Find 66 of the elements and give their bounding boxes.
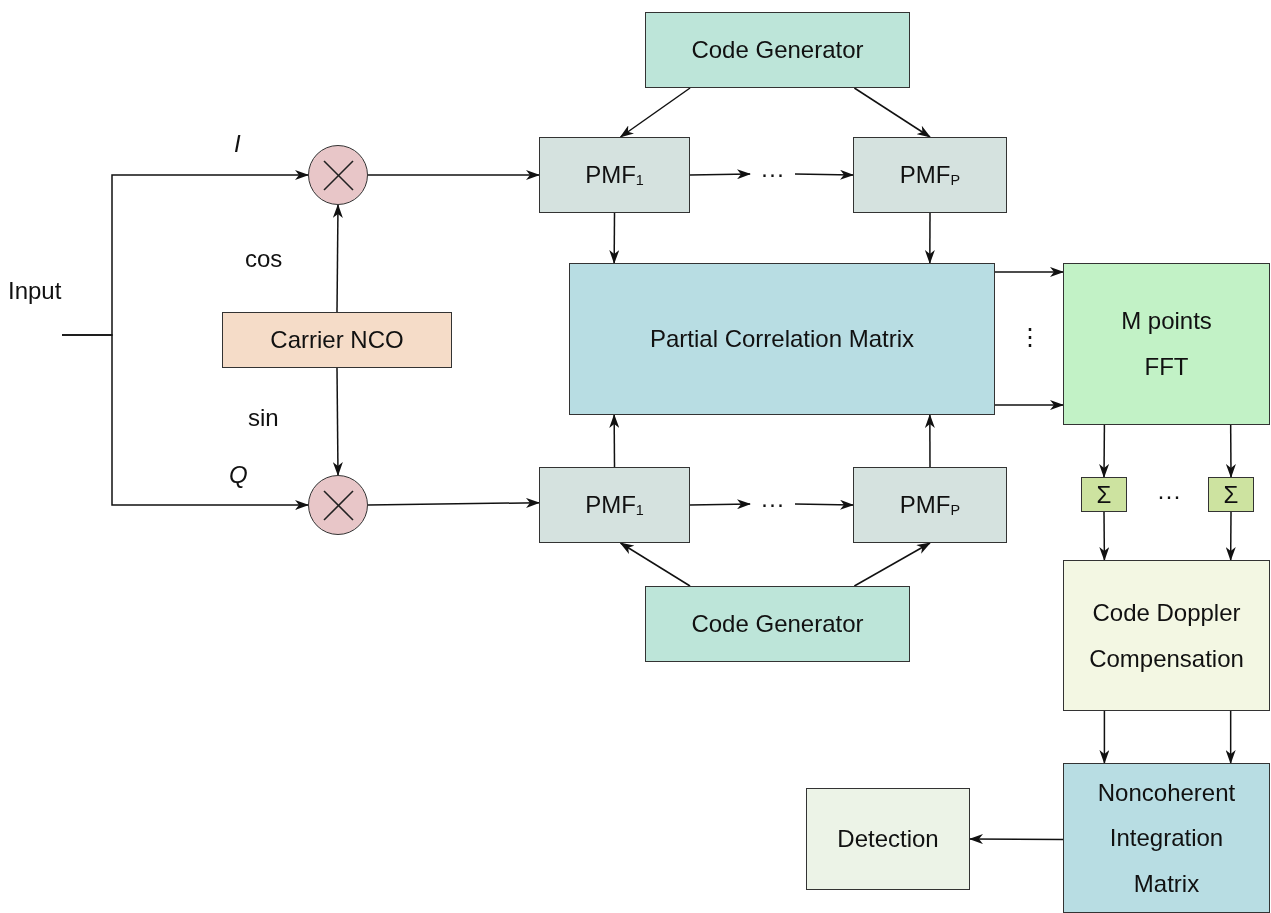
process-box bbox=[853, 467, 1007, 543]
box-label: PMF$_{P}$ bbox=[899, 160, 961, 191]
arrow bbox=[1225, 710, 1236, 764]
process-box bbox=[539, 137, 690, 213]
arrow bbox=[924, 414, 935, 468]
summation-box bbox=[1208, 477, 1254, 512]
arrow bbox=[924, 212, 935, 264]
signal-label: Q bbox=[229, 461, 248, 489]
arrow bbox=[853, 542, 931, 587]
process-box bbox=[645, 586, 910, 662]
multiplier-symbol bbox=[308, 475, 368, 535]
box-label: Noncoherent Integration Matrix bbox=[1096, 777, 1237, 899]
arrow bbox=[619, 87, 691, 138]
arrow bbox=[794, 499, 854, 510]
multiplier-symbol bbox=[308, 145, 368, 205]
arrow bbox=[619, 542, 691, 587]
signal-label: Input bbox=[8, 277, 62, 305]
signal-label: I bbox=[234, 130, 241, 158]
box-label: PMF$_{1}$ bbox=[585, 490, 644, 521]
ellipsis-text: ··· bbox=[750, 158, 795, 190]
box-label: Code Generator bbox=[691, 609, 864, 640]
box-label: Code Generator bbox=[691, 35, 864, 66]
box-label: PMF$_{1}$ bbox=[585, 160, 644, 191]
process-box bbox=[1063, 560, 1270, 711]
arrow bbox=[609, 212, 620, 264]
process-box bbox=[853, 137, 1007, 213]
summation-box bbox=[1081, 477, 1127, 512]
box-label: Detection bbox=[837, 824, 939, 855]
arrow bbox=[689, 169, 751, 180]
arrow bbox=[367, 497, 540, 508]
box-label: M points bbox=[1121, 306, 1212, 337]
box-label: PMF$_{P}$ bbox=[899, 490, 961, 521]
process-box bbox=[569, 263, 995, 415]
box-label: Code Doppler Compensation bbox=[1089, 597, 1244, 674]
arrow bbox=[332, 204, 343, 313]
process-box bbox=[222, 312, 452, 368]
arrow bbox=[1225, 424, 1236, 478]
arrow bbox=[61, 334, 309, 510]
arrow bbox=[994, 400, 1064, 411]
arrow bbox=[689, 499, 751, 510]
box-label: Carrier NCO bbox=[270, 325, 404, 356]
box-label: FFT bbox=[1144, 352, 1189, 382]
process-box bbox=[806, 788, 970, 890]
ellipsis-text: ··· bbox=[750, 488, 795, 520]
arrow bbox=[969, 834, 1064, 845]
arrow bbox=[1099, 424, 1110, 478]
arrow bbox=[994, 266, 1064, 277]
arrow bbox=[1099, 511, 1110, 561]
process-box bbox=[645, 12, 910, 88]
arrow bbox=[1099, 710, 1110, 764]
process-box bbox=[1063, 763, 1270, 913]
box-label: Σ bbox=[1223, 479, 1239, 510]
process-box bbox=[1063, 263, 1270, 425]
arrow bbox=[609, 414, 620, 468]
signal-label: cos bbox=[245, 245, 283, 273]
box-label: Σ bbox=[1096, 479, 1112, 510]
process-box bbox=[539, 467, 690, 543]
arrow bbox=[332, 367, 343, 476]
ellipsis-text: ··· bbox=[1157, 482, 1181, 510]
arrow bbox=[1225, 511, 1236, 561]
arrow bbox=[367, 170, 540, 180]
arrow bbox=[794, 169, 854, 180]
arrow bbox=[853, 87, 931, 138]
box-label: Partial Correlation Matrix bbox=[649, 324, 915, 355]
ellipsis-text: ⋮ bbox=[1018, 323, 1042, 351]
signal-label: sin bbox=[248, 404, 279, 432]
